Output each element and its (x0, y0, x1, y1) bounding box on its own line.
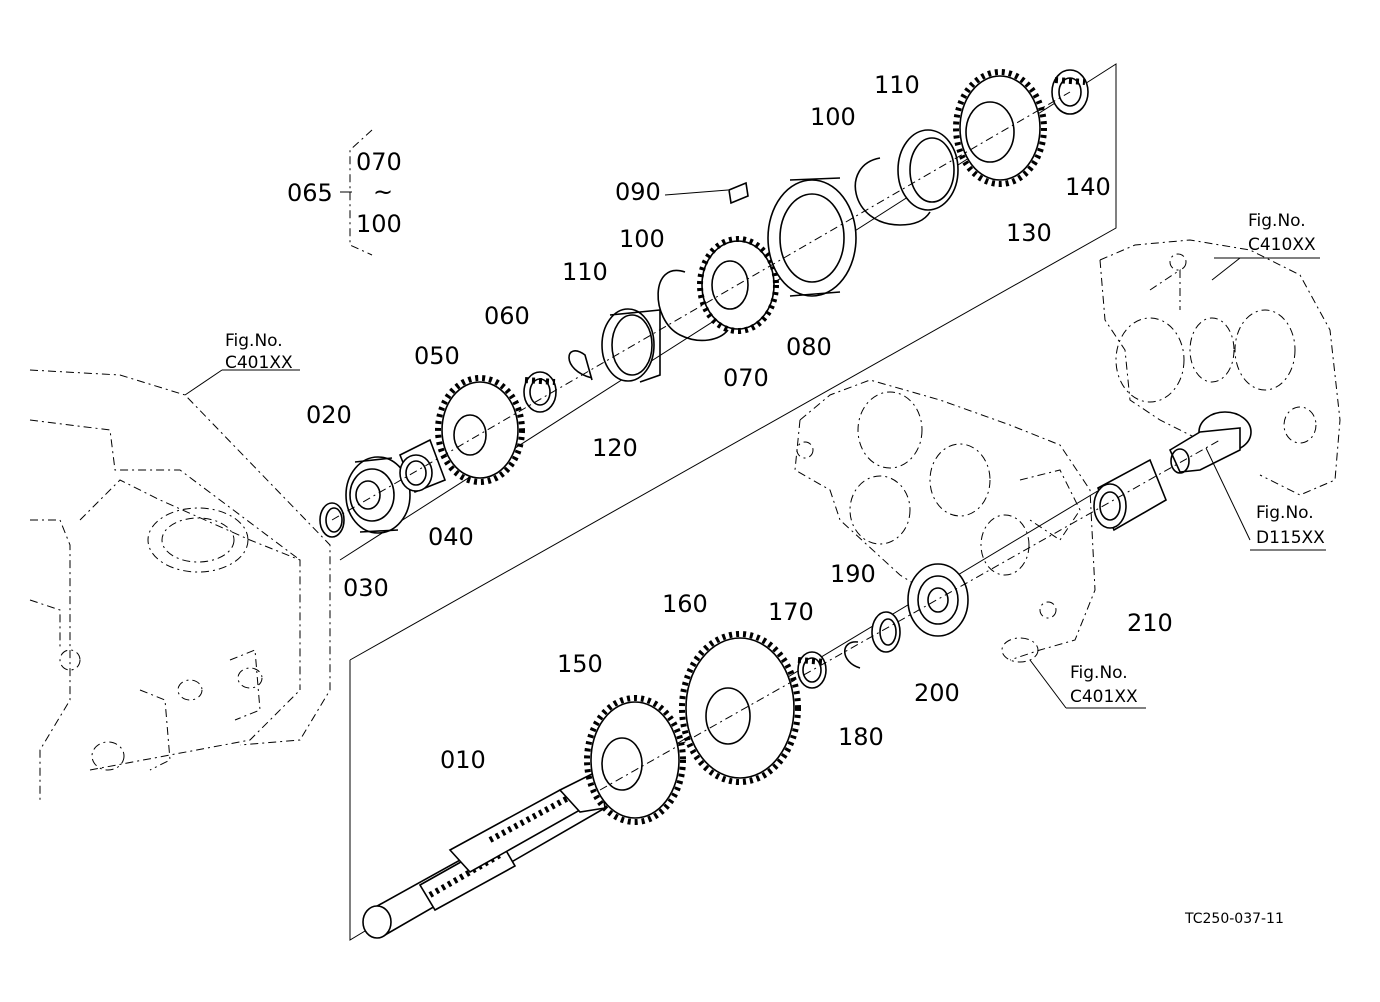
part-110-synchro-ring-lower (601, 308, 661, 383)
part-100-spring-lower (657, 269, 729, 342)
label-050: 050 (414, 342, 460, 370)
fig-number: D115XX (1256, 528, 1325, 548)
label-030: 030 (343, 574, 389, 602)
part-060-needle-bearing (523, 371, 557, 413)
part-180-circlip (843, 641, 861, 669)
figure-ref-cover-housing: Fig.No. C410XX (1248, 211, 1316, 255)
leader-lines (184, 189, 1326, 709)
axis-centerlines (331, 91, 1221, 791)
left-housing-casing (29, 369, 331, 800)
label-070: 070 (723, 364, 769, 392)
label-110-lower: 110 (562, 258, 608, 286)
figure-ref-left-housing: Fig.No. C401XX (225, 331, 293, 373)
figure-ref-input-shaft: Fig.No. D115XX (1256, 503, 1325, 548)
right-housing-casing (794, 379, 1096, 663)
part-number-labels: 010 020 030 040 050 060 070 080 090 100 … (306, 71, 1173, 774)
part-160-gear (679, 631, 801, 785)
assembly-range-symbol: ~ (373, 178, 393, 206)
part-030-circlip (319, 502, 345, 538)
label-150: 150 (557, 650, 603, 678)
assembly-range-end: 100 (356, 210, 402, 238)
label-200: 200 (914, 679, 960, 707)
part-120-snap-ring (568, 350, 593, 381)
part-210-shaft-coupling (1093, 458, 1168, 532)
part-130-gear (953, 69, 1047, 187)
part-150-gear (584, 695, 686, 825)
part-110-synchro-ring-upper (897, 129, 959, 211)
label-140: 140 (1065, 173, 1111, 201)
assembly-range-start: 070 (356, 148, 402, 176)
label-180: 180 (838, 723, 884, 751)
part-010-main-shaft (362, 768, 607, 939)
label-210: 210 (1127, 609, 1173, 637)
group-frame-lower (349, 479, 1117, 941)
part-040-collar (398, 438, 447, 494)
label-130: 130 (1006, 219, 1052, 247)
label-170: 170 (768, 598, 814, 626)
label-160: 160 (662, 590, 708, 618)
assembly-group-065: 065 070 ~ 100 (287, 129, 402, 256)
part-190-thrust-washer (871, 611, 901, 653)
cover-housing-casing (1099, 239, 1341, 496)
label-190: 190 (830, 560, 876, 588)
part-050-gear (435, 375, 525, 485)
fig-caption: Fig.No. (1248, 211, 1306, 231)
part-080-coupling-sleeve (767, 177, 857, 297)
fig-number: C410XX (1248, 235, 1316, 255)
label-090: 090 (615, 178, 661, 206)
label-100-upper: 100 (810, 103, 856, 131)
figure-ref-right-housing: Fig.No. C401XX (1070, 663, 1138, 707)
fig-number: C401XX (225, 353, 293, 373)
label-120: 120 (592, 434, 638, 462)
part-090-shifting-key (728, 181, 749, 205)
input-shaft-d115 (1168, 411, 1252, 474)
part-170-needle-bearing (797, 651, 827, 689)
label-010: 010 (440, 746, 486, 774)
fig-caption: Fig.No. (225, 331, 283, 351)
fig-caption: Fig.No. (1256, 503, 1314, 523)
drawing-reference-code: TC250-037-11 (1184, 911, 1284, 927)
part-020-ball-bearing (345, 456, 411, 534)
label-110-upper: 110 (874, 71, 920, 99)
part-100-spring-upper (854, 157, 931, 226)
fig-number: C401XX (1070, 687, 1138, 707)
fig-caption: Fig.No. (1070, 663, 1128, 683)
part-200-ball-bearing (907, 563, 969, 637)
label-100-lower: 100 (619, 225, 665, 253)
label-020: 020 (306, 401, 352, 429)
label-060: 060 (484, 302, 530, 330)
label-040: 040 (428, 523, 474, 551)
assembly-group-label: 065 (287, 179, 333, 207)
label-080: 080 (786, 333, 832, 361)
